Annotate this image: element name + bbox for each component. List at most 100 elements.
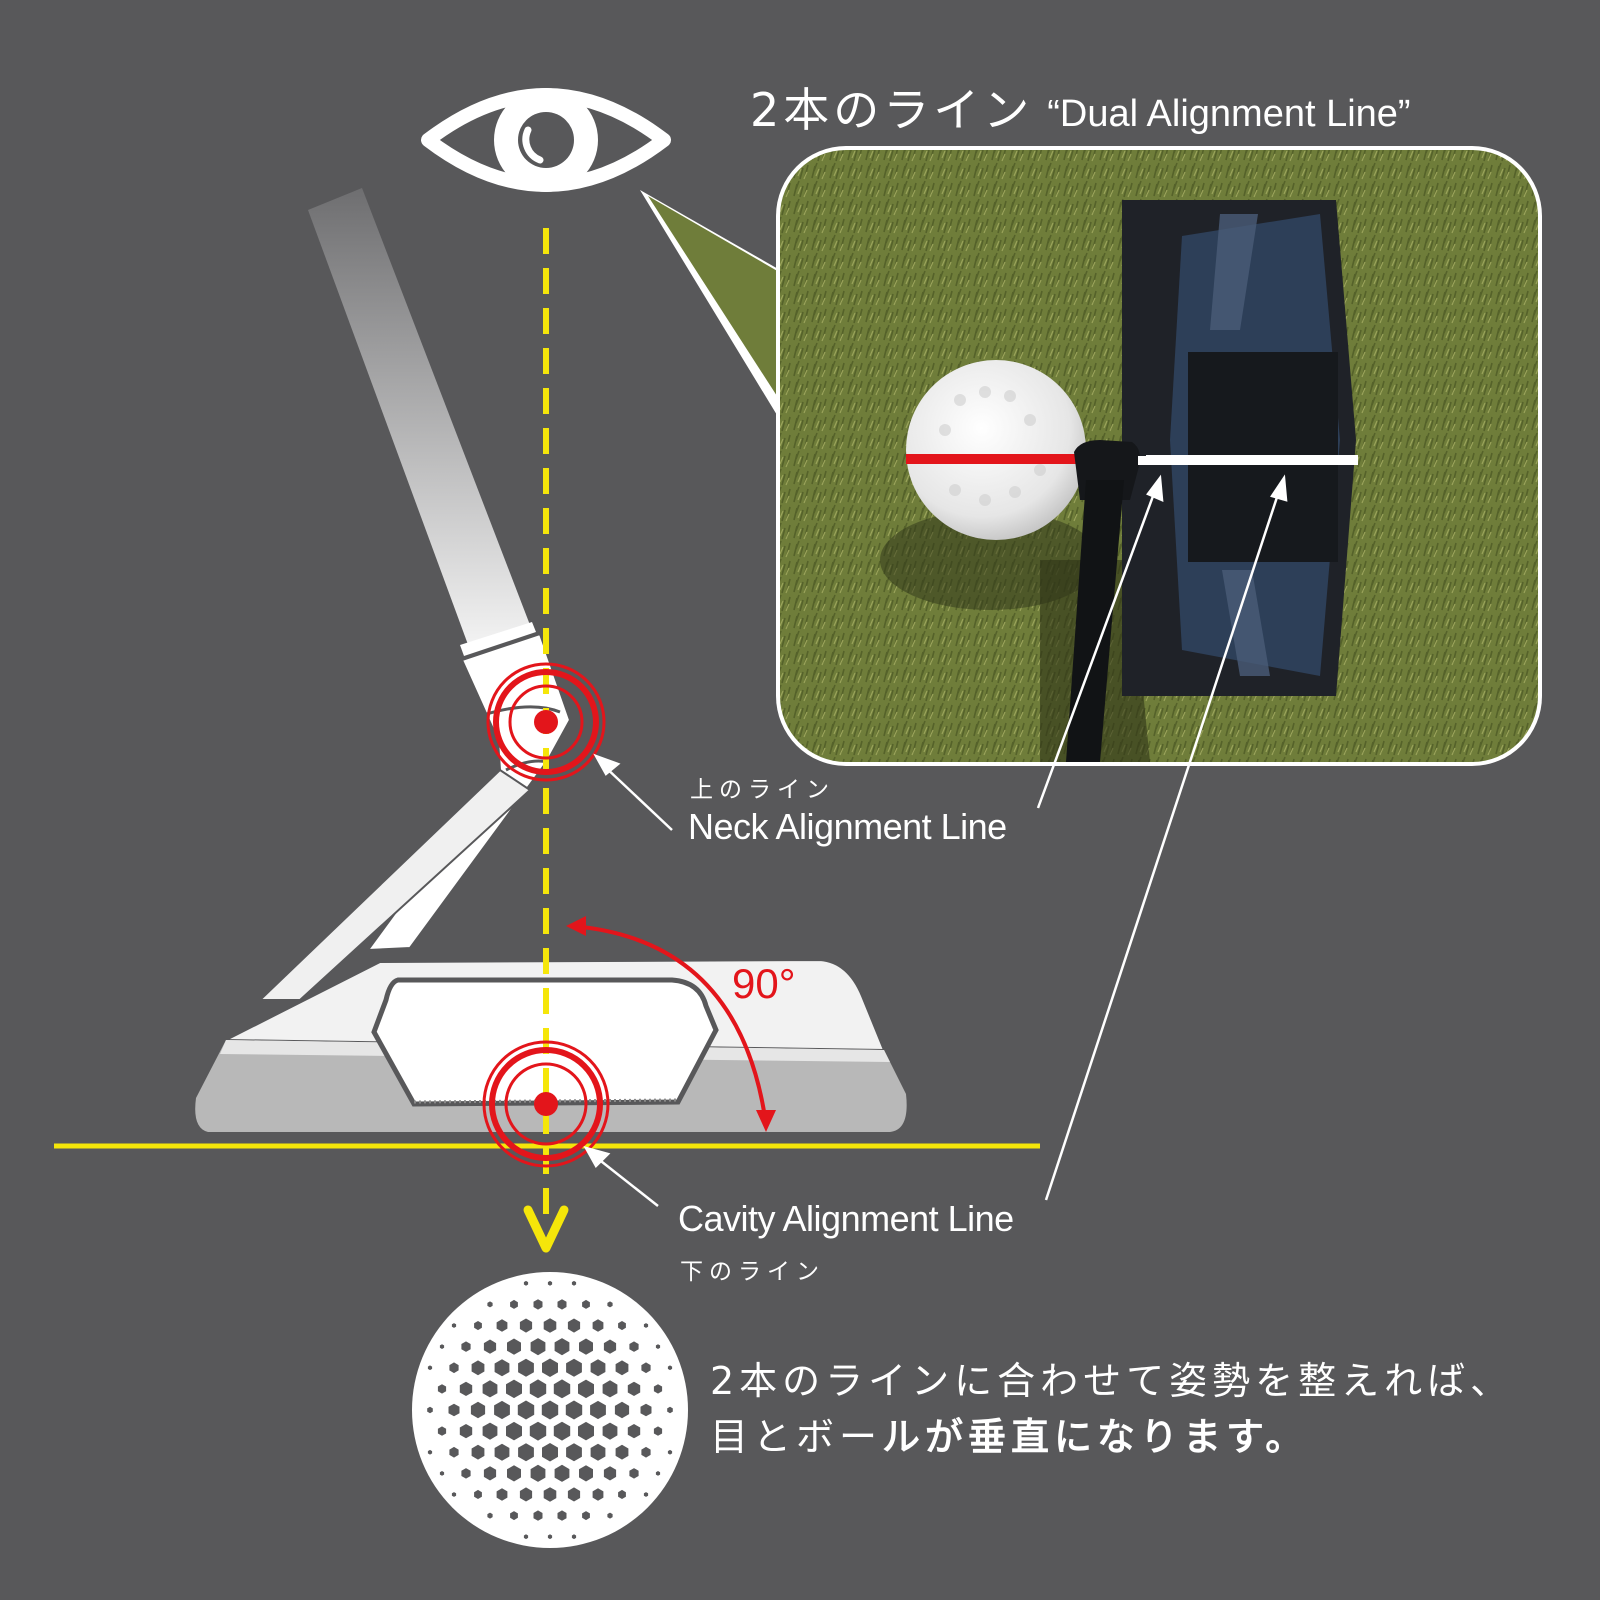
ball-dimple [437,1426,447,1436]
ball-dimple [565,1400,583,1420]
ball-dimple [517,1400,535,1420]
ball-dimple [523,1280,529,1286]
neck-target-icon [486,662,606,782]
ball-dimple [482,1380,498,1398]
ball-dimple [603,1466,617,1481]
ball-dimple [530,1338,546,1356]
ball-dimple [567,1487,581,1502]
ball-dimple [543,1487,557,1502]
ball-dimple [590,1359,606,1377]
caption-line-2-a: 目とボー [710,1415,883,1459]
ball-dimple [506,1421,522,1441]
ball-dimple [496,1319,508,1332]
ball-dimple [578,1421,594,1441]
ball-dimple [542,1443,558,1462]
ball-dimple [615,1360,629,1376]
cavity-target-icon [482,1040,610,1168]
diagram-title: 2本のライン“Dual Alignment Line” [750,74,1411,140]
ball-dimple [461,1341,471,1352]
ball-dimple [533,1299,543,1310]
ball-dimple [451,1323,457,1328]
ball-dimple [439,1344,445,1349]
ball-dimple [603,1339,617,1354]
ball-dimple [530,1464,546,1482]
ball-dimple [590,1443,606,1461]
ball-dimple [451,1492,457,1497]
angle-label: 90° [732,960,796,1007]
ball-dimple [607,1301,613,1308]
ball-dimple [553,1379,571,1399]
putter-shaft [308,188,536,656]
ball-dimple [602,1422,618,1440]
ball-dimple [483,1466,497,1481]
ball-dimple [506,1379,522,1399]
right-angle-arc [566,916,776,1132]
ball-dimple [507,1465,521,1482]
ball-dimple [554,1464,570,1482]
ball-dimple [547,1280,553,1286]
ball-dimple [641,1362,651,1374]
ball-dimple [579,1465,593,1482]
ball-dimple [655,1471,661,1476]
ball-dimple [567,1318,581,1333]
ball-dimple [449,1362,459,1374]
ball-dimple [427,1449,433,1455]
ball-dimple [643,1323,649,1328]
title-en: “Dual Alignment Line” [1047,93,1411,135]
ball-dimple [496,1488,508,1501]
eye-icon [421,88,671,192]
cavity-label-en: Cavity Alignment Line [678,1198,1014,1239]
ball-dimple [487,1301,493,1308]
ball-dimple [615,1444,629,1460]
ball-dimple [653,1426,663,1436]
ball-dimple [529,1421,547,1441]
caption-line-1: 2本のラインに合わせて姿勢を整えれば、 [710,1359,1514,1403]
caption-line-2: 目とボールが垂直になります。 [710,1406,1308,1461]
ball-dimple [618,1489,626,1499]
ball-dimple [566,1443,582,1462]
cavity-label-jp: 下のライン [680,1259,825,1285]
ball-dimple [474,1321,482,1331]
ball-dimple [578,1379,594,1399]
ball-dimple [582,1299,590,1309]
ball-dimple [471,1444,485,1460]
ball-dimple [459,1381,473,1396]
ball-dimple [579,1338,593,1355]
neck-label-jp: 上のライン [690,777,835,803]
ball-dimple [627,1381,641,1396]
ball-dimple [557,1510,567,1521]
ball-dimple [653,1384,663,1394]
ball-dimple [640,1403,652,1417]
ball-dimple [667,1406,673,1414]
ball-dimple [448,1403,460,1417]
ball-dimple [518,1358,534,1377]
ball-dimple [618,1321,626,1331]
ball-dimple [483,1339,497,1354]
ball-dimple [655,1344,661,1349]
ball-dimple [557,1299,567,1310]
ball-dimple [461,1468,471,1479]
ball-dimple [582,1511,590,1521]
ball-dimple [449,1446,459,1458]
ball-dimple [510,1511,518,1521]
ball-dimple [470,1401,486,1419]
ball-dimple [543,1318,557,1333]
putter-neck [257,632,572,1001]
ball-dimple [614,1401,630,1419]
ball-dimple [507,1338,521,1355]
ball-dimple [494,1359,510,1377]
ball-dimple [667,1449,673,1455]
ball-dimple [510,1299,518,1309]
ball-dimple [629,1341,639,1352]
neck-label-en: Neck Alignment Line [688,806,1007,847]
ball-dimple [667,1365,673,1371]
ball-dimple [542,1358,558,1377]
down-arrow-icon [523,1205,569,1253]
ball-dimple [571,1280,577,1286]
ball-dimple [547,1534,553,1540]
pointer-lines [583,474,1288,1207]
golf-ball-icon [412,1272,688,1548]
ball-dimple [541,1400,559,1420]
